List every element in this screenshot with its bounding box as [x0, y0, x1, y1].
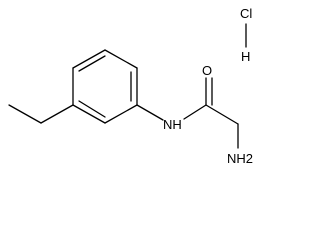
chlorine-label: Cl: [240, 6, 252, 21]
ring-to-nh-bond: [136, 104, 164, 121]
carbonyl-to-ch2-bond: [205, 104, 239, 125]
amide-nitrogen-label: NH: [163, 117, 182, 132]
ethyl-group: [8, 104, 74, 124]
ring-bond-2: [104, 49, 138, 69]
hydrogen-label: H: [241, 49, 250, 64]
structure-canvas: O NH NH2 Cl H: [8, 6, 253, 166]
ethyl-bond-2: [8, 104, 42, 124]
ring-double-bond-3: [78, 100, 106, 118]
nh-to-carbonyl-bond: [183, 104, 207, 120]
amide-group: [136, 77, 239, 149]
ring-bond-1: [72, 49, 106, 69]
amine-label: NH2: [227, 151, 253, 166]
ethyl-bond-1: [40, 104, 74, 124]
ring-bond-4: [104, 104, 138, 124]
ring-double-bond-1: [78, 55, 106, 72]
chemical-structure: O NH NH2 Cl H: [8, 6, 253, 166]
ring-bond-5: [72, 104, 106, 124]
benzene-ring: [72, 49, 138, 124]
carbonyl-oxygen-label: O: [202, 63, 212, 78]
